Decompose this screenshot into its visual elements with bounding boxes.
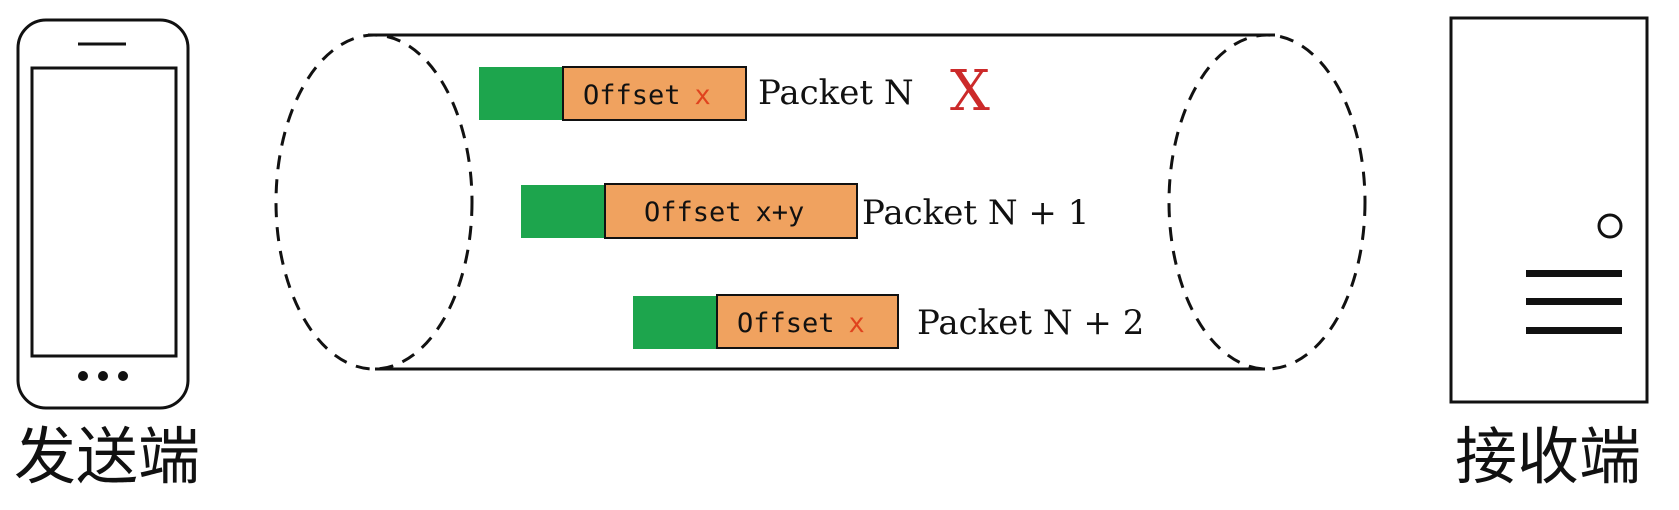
drive-slot (1526, 270, 1622, 277)
power-button-icon (1597, 213, 1623, 239)
offset-value: x (695, 80, 711, 111)
offset-box (716, 294, 899, 349)
lost-mark: X (950, 59, 990, 124)
offset-word: Offset (737, 308, 835, 339)
packet-label: Packet N (758, 73, 914, 113)
drive-slot (1526, 298, 1622, 305)
offset-text: Offset x+y (644, 197, 804, 228)
offset-box (604, 183, 858, 239)
packet-row: Offset x+y Packet N + 1 (521, 183, 1089, 239)
packet-header-block (521, 185, 606, 238)
offset-value: x (849, 308, 865, 339)
packet-header-block (479, 67, 564, 120)
offset-word: Offset (644, 197, 742, 228)
offset-value: x+y (756, 197, 805, 228)
packet-label: Packet N + 2 (917, 303, 1144, 343)
offset-box (562, 66, 747, 121)
sender-label: 发送端 (14, 420, 200, 493)
offset-word: Offset (583, 80, 681, 111)
receiver-label: 接收端 (1455, 420, 1641, 493)
drive-slot (1526, 327, 1622, 334)
packet-header-block (633, 296, 718, 349)
packet-label: Packet N + 1 (862, 193, 1089, 233)
smartphone-icon (16, 18, 190, 410)
server-tower-icon (1449, 16, 1649, 404)
transport-pipe (274, 33, 1367, 371)
